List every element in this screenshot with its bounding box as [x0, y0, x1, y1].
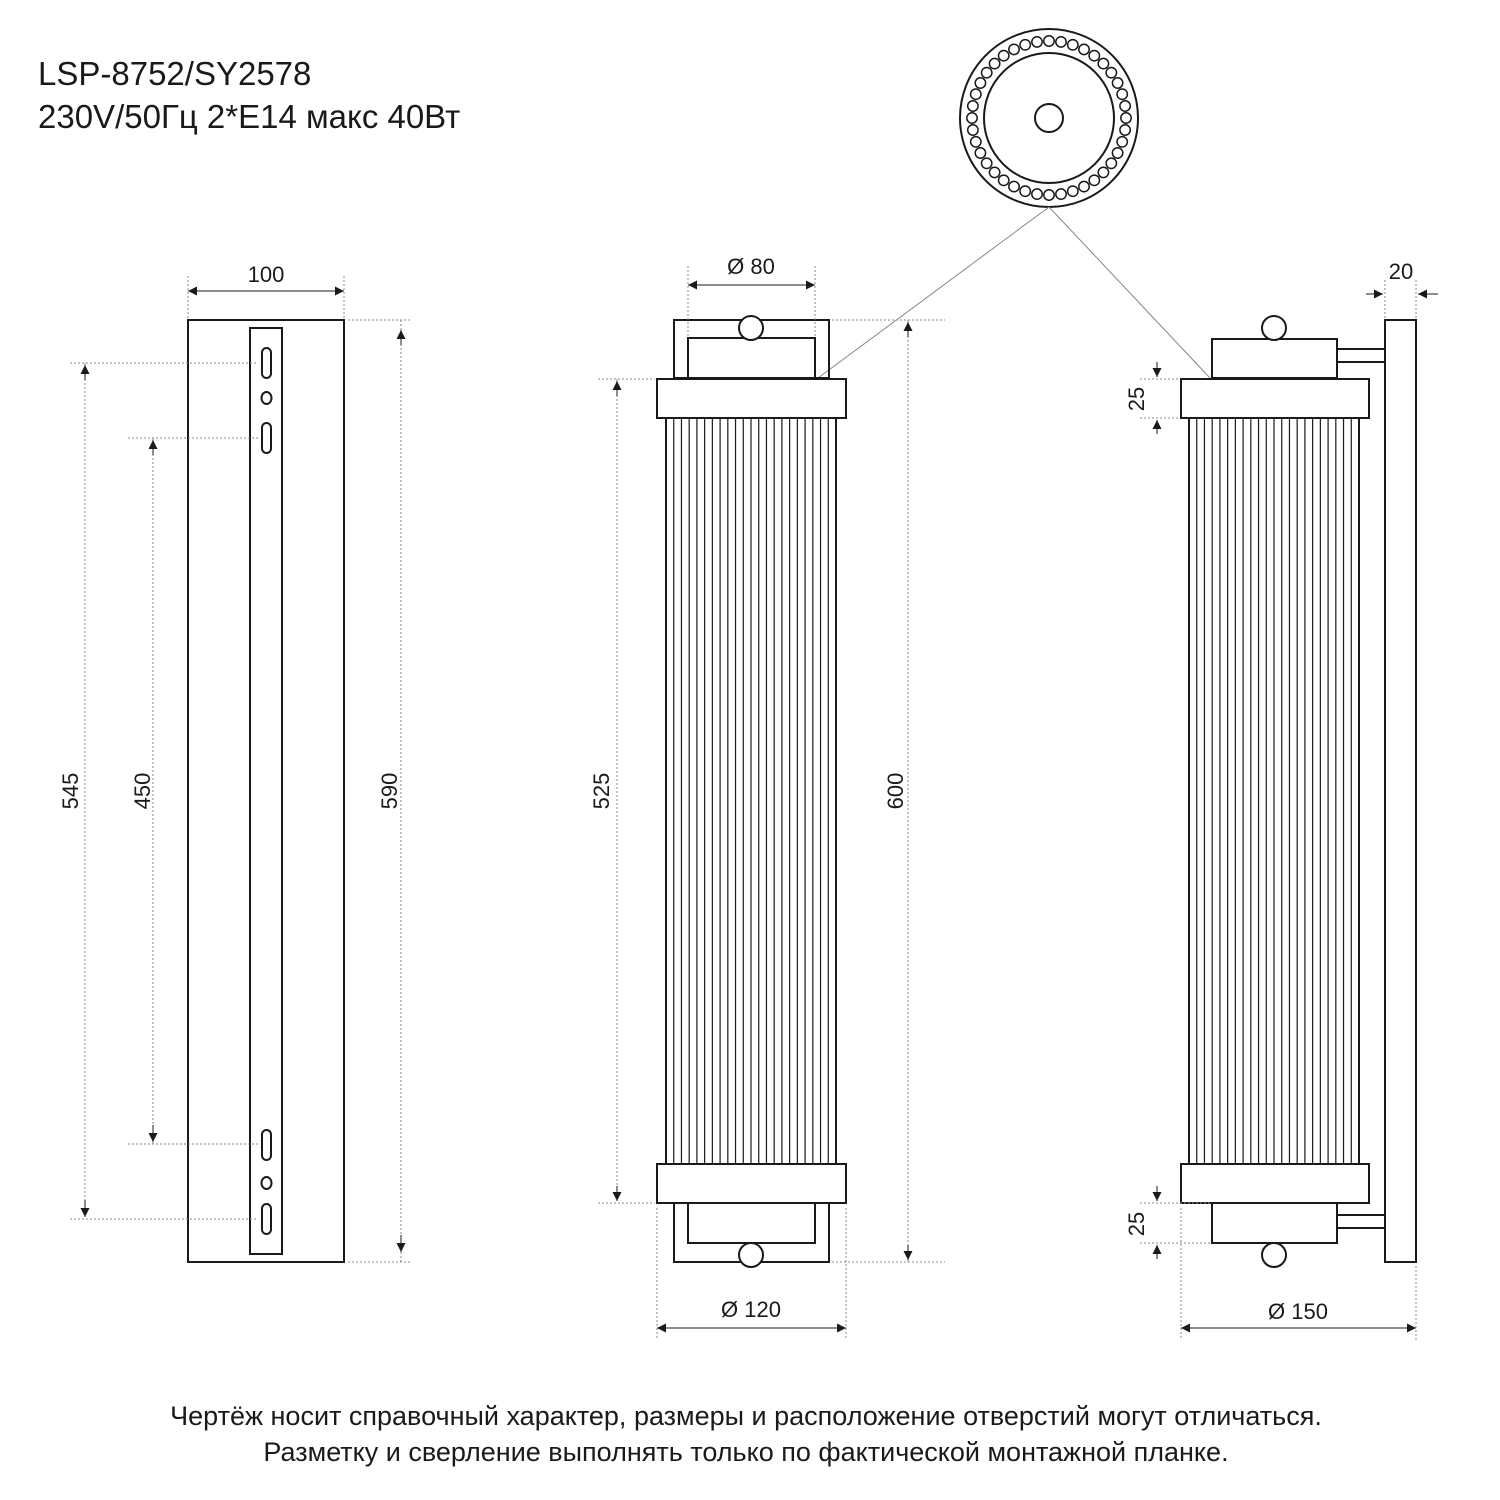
front-dimension-lines [612, 280, 913, 1333]
total-length-label: 600 [883, 773, 908, 810]
glass-rod-ring [966, 35, 1132, 201]
round-hole [260, 391, 273, 405]
disclaimer-line-2: Разметку и сверление выполнять только по… [263, 1437, 1229, 1467]
glass-rod-section [1078, 180, 1090, 193]
side-top-ring [1180, 378, 1370, 419]
cap-outer-circle [959, 28, 1139, 208]
mounting-plate-view [187, 319, 345, 1263]
top-ring [656, 378, 847, 419]
glass-rod-section [1008, 43, 1020, 56]
mounting-bar [249, 327, 283, 1255]
slot-hole [261, 422, 272, 454]
glass-rod-section [1097, 166, 1110, 179]
electrical-spec: 230V/50Гц 2*E14 макс 40Вт [38, 98, 461, 135]
glass-rod-section [1116, 135, 1129, 148]
round-hole [260, 1176, 273, 1190]
side-bottom-finial [1261, 1242, 1287, 1268]
glass-rod-section [1111, 147, 1124, 159]
glass-rod-section [1008, 180, 1020, 193]
side-top-cap-block [1211, 338, 1338, 379]
glass-rod-section [1055, 35, 1067, 48]
side-view [1180, 315, 1417, 1268]
model-number: LSP-8752/SY2578 [38, 55, 312, 92]
glass-rod-section [1019, 38, 1032, 51]
bottom-finial [738, 1242, 764, 1268]
glass-rod-section [974, 147, 987, 159]
front-extension-lines [598, 265, 945, 1340]
disclaimer-line-1: Чертёж носит справочный характер, размер… [170, 1401, 1322, 1431]
glass-rod-section [1088, 49, 1101, 62]
cap-center-hole [1034, 103, 1064, 133]
glass-rod-section [1055, 188, 1067, 201]
glass-rod-section [974, 77, 987, 89]
glass-rod-section [1043, 189, 1055, 201]
hole-spacing-outer-label: 545 [58, 773, 83, 810]
glass-rod-section [1105, 66, 1118, 79]
plate-width-label: 100 [248, 262, 285, 287]
slot-hole [261, 1129, 272, 1161]
glass-rod-section [1097, 57, 1110, 70]
slot-hole [261, 1203, 272, 1235]
bottom-cap-block [687, 1202, 816, 1244]
glass-rod-section [997, 174, 1010, 187]
plate-height-label: 590 [377, 773, 402, 810]
glass-rod-section [1116, 88, 1129, 101]
glass-rod-section [966, 124, 979, 136]
glass-rod-section [997, 49, 1010, 62]
cap-height-top-label: 25 [1124, 387, 1149, 411]
glass-rod-section [1078, 43, 1090, 56]
glass-rod-section [966, 112, 978, 124]
plate-thickness-label: 20 [1389, 259, 1413, 284]
glass-rod-section [1119, 124, 1132, 136]
bottom-ring [656, 1163, 847, 1204]
glass-rod-section [969, 88, 982, 101]
glass-rod-section [1043, 35, 1055, 47]
glass-rod-section [980, 157, 993, 170]
glass-rod-section [1031, 188, 1043, 201]
front-view [656, 315, 847, 1268]
glass-rod-section [1111, 77, 1124, 89]
drawing-disclaimer: Чертёж носит справочный характер, размер… [0, 1398, 1492, 1470]
glass-rod-section [988, 166, 1001, 179]
glass-rod-section [988, 57, 1001, 70]
side-dimension-lines [1152, 289, 1438, 1333]
ring-diameter-label: Ø 120 [721, 1297, 781, 1322]
cap-height-bottom-label: 25 [1124, 1212, 1149, 1236]
plate-dimension-lines [80, 286, 406, 1252]
projection-lines [817, 206, 1211, 379]
drawing-header: LSP-8752/SY2578 230V/50Гц 2*E14 макс 40В… [38, 52, 460, 138]
hole-spacing-inner-label: 450 [130, 773, 155, 810]
cap-diameter-label: Ø 80 [727, 254, 775, 279]
glass-rod-section [1105, 157, 1118, 170]
side-top-finial [1261, 315, 1287, 341]
top-finial [738, 315, 764, 341]
side-bottom-ring [1180, 1163, 1370, 1204]
shade-length-label: 525 [589, 773, 614, 810]
end-cap-top-view [959, 28, 1139, 208]
glass-rods [673, 418, 829, 1164]
top-cap-block [687, 337, 816, 379]
glass-rod-section [1031, 35, 1043, 48]
glass-rod-section [1119, 100, 1132, 112]
depth-diameter-label: Ø 150 [1268, 1299, 1328, 1324]
slot-hole [261, 347, 272, 379]
plate-extension-lines [70, 275, 412, 1263]
glass-rod-section [1066, 185, 1079, 198]
glass-rod-section [1066, 38, 1079, 51]
glass-rod-section [980, 66, 993, 79]
glass-rod-section [969, 135, 982, 148]
cap-inner-circle [983, 52, 1115, 184]
mounting-plate-outline [187, 319, 345, 1263]
glass-rod-section [1088, 174, 1101, 187]
side-glass-rods [1196, 418, 1352, 1164]
side-bottom-cap-block [1211, 1202, 1338, 1244]
glass-rod-section [1019, 185, 1032, 198]
glass-rod-section [1120, 112, 1132, 124]
glass-rod-section [966, 100, 979, 112]
wall-plate-side [1384, 319, 1417, 1263]
